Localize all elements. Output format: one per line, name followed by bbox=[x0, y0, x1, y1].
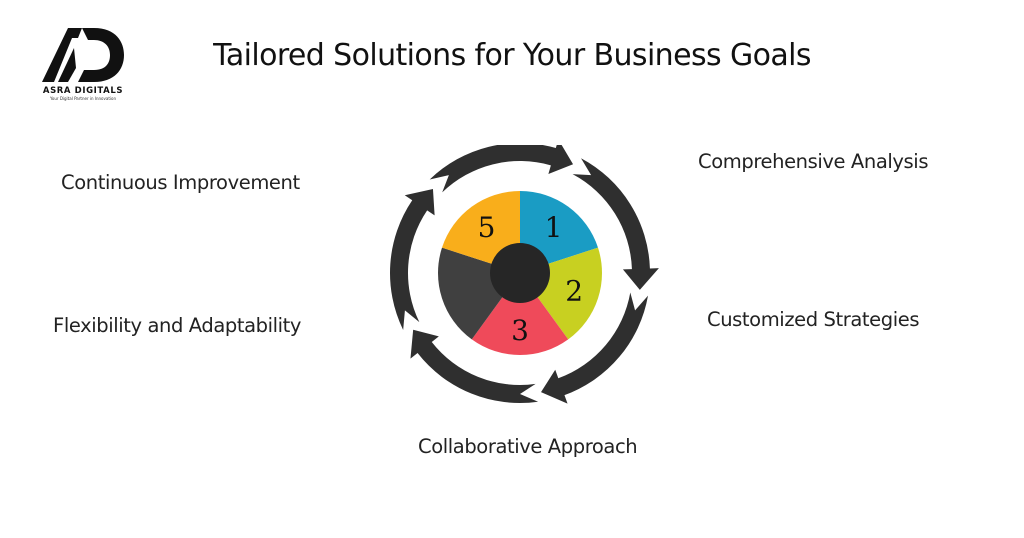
brand-logo: ASRA DIGITALS Your Digital Partner in In… bbox=[38, 24, 128, 104]
ring-arrow-segment bbox=[429, 145, 574, 193]
page-title: Tailored Solutions for Your Business Goa… bbox=[213, 38, 811, 73]
segment-number: 3 bbox=[511, 314, 529, 347]
segment-number: 1 bbox=[545, 211, 563, 244]
label-customized-strategies: Customized Strategies bbox=[707, 308, 920, 331]
ring-arrow-segment bbox=[572, 158, 659, 290]
label-comprehensive-analysis: Comprehensive Analysis bbox=[698, 150, 929, 173]
label-continuous-improvement: Continuous Improvement bbox=[61, 171, 300, 194]
wheel-segment bbox=[471, 273, 569, 355]
wheel-hub bbox=[490, 243, 550, 303]
ring-arrow-segment bbox=[390, 188, 435, 330]
segment-number: 2 bbox=[565, 275, 583, 308]
label-flexibility-adaptability: Flexibility and Adaptability bbox=[53, 314, 302, 337]
brand-tagline: Your Digital Partner in Innovation bbox=[50, 96, 116, 101]
label-collaborative-approach: Collaborative Approach bbox=[418, 435, 638, 458]
ring-arrow-segment bbox=[541, 292, 649, 404]
ring-arrow-segment bbox=[410, 329, 539, 403]
segment-number: 5 bbox=[478, 211, 496, 244]
brand-name: ASRA DIGITALS bbox=[42, 86, 124, 96]
cycle-ring bbox=[390, 145, 659, 404]
cycle-diagram: 12 3 5 bbox=[390, 145, 659, 404]
ad-monogram-icon bbox=[42, 28, 124, 82]
